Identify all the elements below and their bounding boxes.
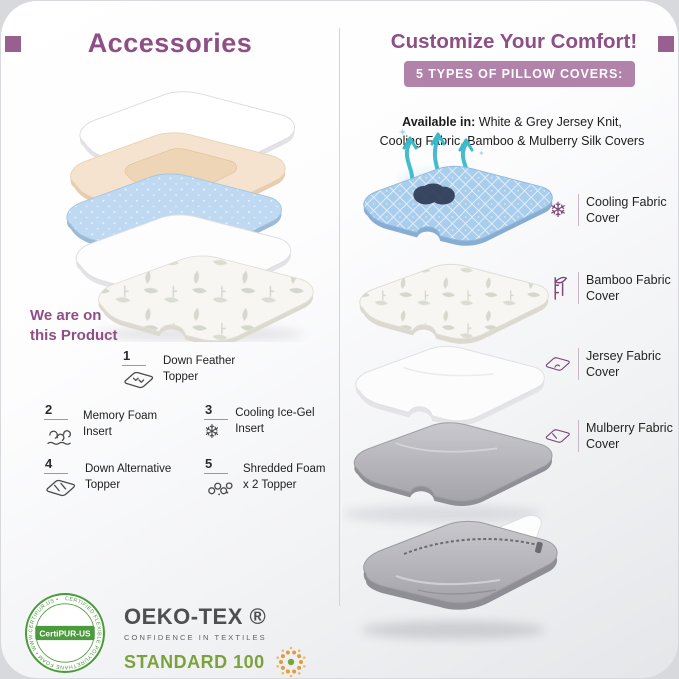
accessory-item-4: 4 Down Alternative Topper xyxy=(44,456,171,499)
cover-label-bamboo: Bamboo Fabric Cover xyxy=(545,268,675,308)
sparkle-icon: ✦ xyxy=(478,149,485,158)
label-divider xyxy=(578,272,579,304)
sparkle-icon: ✦ xyxy=(398,127,407,139)
accessory-item-5: 5 Shredded Foam x 2 Topper xyxy=(204,456,325,499)
bamboo-icon xyxy=(554,276,568,300)
oeko-tex-certification: OEKO-TEX ® CONFIDENCE IN TEXTILES STANDA… xyxy=(124,604,308,679)
availability-text: Available in: White & Grey Jersey Knit, … xyxy=(352,94,672,150)
availability-rest: White & Grey Jersey Knit, Cooling Fabric… xyxy=(379,114,645,148)
zipper-pull xyxy=(535,541,543,554)
oeko-tex-flower-icon xyxy=(276,646,306,678)
oeko-tex-title: OEKO-TEX ® xyxy=(124,604,267,629)
zipper xyxy=(403,538,543,555)
snowflake-icon: ❄ xyxy=(204,422,220,443)
item-label: Shredded Foam x 2 Topper xyxy=(243,462,326,491)
label-divider xyxy=(578,420,579,452)
product-note: We are on this Product xyxy=(30,307,118,345)
label-divider xyxy=(578,194,579,226)
fabric-cover-icon xyxy=(545,429,570,443)
item-label: Down Feather Topper xyxy=(163,354,236,383)
item-number: 2 xyxy=(44,402,69,420)
mulberry-fabric-cover-layer xyxy=(353,422,553,507)
cover-label-jersey: Jersey Fabric Cover xyxy=(545,344,675,384)
down-feather-topper-icon xyxy=(124,371,154,389)
cooling-fabric-cover-layer xyxy=(363,165,553,246)
corner-square-left xyxy=(5,36,21,52)
item-label: Memory Foam Insert xyxy=(83,409,158,438)
item-number: 3 xyxy=(204,402,229,420)
accessory-item-3: 3 ❄ Cooling Ice-Gel Insert xyxy=(204,402,315,442)
cover-label-text: Jersey Fabric Cover xyxy=(586,348,662,379)
grey-cover-zipper-illustration xyxy=(361,514,558,639)
item-number: 1 xyxy=(122,348,147,366)
column-divider xyxy=(339,28,340,606)
item-label: Cooling Ice-Gel Insert xyxy=(235,407,315,435)
certipur-label: CertiPUR-US xyxy=(39,629,91,639)
left-title: Accessories xyxy=(87,28,253,58)
item-label: Down Alternative Topper xyxy=(85,462,172,491)
cover-label-text: Cooling Fabric Cover xyxy=(586,194,667,225)
jersey-fabric-cover-layer xyxy=(355,345,545,426)
fabric-cover-icon xyxy=(545,357,570,371)
right-title: Customize Your Comfort! xyxy=(390,30,638,53)
bamboo-fabric-cover-layer xyxy=(359,263,549,344)
cover-label-text: Bamboo Fabric Cover xyxy=(586,272,671,303)
snowflake-icon: ❄ xyxy=(549,198,567,222)
accessory-item-1: 1 Down Feather Topper xyxy=(122,348,235,391)
item-number: 5 xyxy=(204,456,229,474)
cover-stack-illustration xyxy=(342,165,553,523)
pillow-layers-illustration xyxy=(66,91,314,342)
item-number: 4 xyxy=(44,456,69,474)
label-divider xyxy=(578,348,579,380)
covers-badge: 5 TYPES OF PILLOW COVERS: xyxy=(404,61,636,87)
availability-bold: Available in: xyxy=(402,114,476,129)
cover-label-text: Mulberry Fabric Cover xyxy=(586,420,673,451)
oeko-tex-subtitle: CONFIDENCE IN TEXTILES xyxy=(124,633,267,642)
down-alternative-topper-icon xyxy=(46,479,76,497)
oeko-tex-standard: STANDARD 100 xyxy=(124,651,265,672)
cover-label-mulberry: Mulberry Fabric Cover xyxy=(545,416,675,456)
corner-square-right xyxy=(658,36,674,52)
memory-foam-icon xyxy=(47,430,71,445)
certipur-us-badge: CERTIFIED FLEXIBLE POLYURETHANE FOAM • W… xyxy=(25,593,105,673)
cover-label-cooling: ❄ Cooling Fabric Cover xyxy=(545,190,675,230)
accessory-item-2: 2 Memory Foam Insert xyxy=(44,402,157,447)
shredded-foam-icon xyxy=(208,482,233,496)
